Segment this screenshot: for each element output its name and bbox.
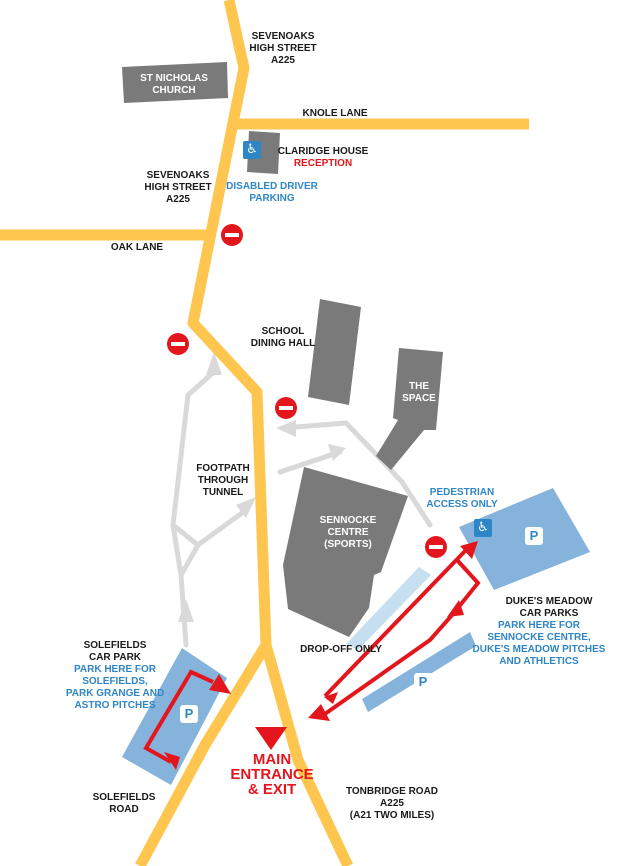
footpath-arrows [178, 352, 346, 622]
arrow-icon [209, 674, 231, 694]
st-nicholas-church-label: ST NICHOLAS CHURCH [140, 73, 208, 96]
school-dining-hall [308, 299, 361, 405]
footpath-arrow-east [328, 444, 346, 461]
solefields-road-label: SOLEFIELDS ROAD [92, 792, 156, 815]
solefields-car-park-note: PARK HERE FOR SOLEFIELDS, PARK GRANGE AN… [65, 664, 165, 711]
dukes-meadow-car-park-upper [459, 488, 590, 590]
parking-icon: P [525, 527, 543, 545]
solefields-route [143, 669, 214, 764]
footpath-arrow-up-2 [178, 599, 194, 622]
wheelchair-icon: ♿ [474, 519, 492, 537]
no-entry-icon [425, 536, 447, 558]
arrow-icon [324, 692, 338, 704]
car-parks [122, 488, 590, 785]
parking-icon: P [414, 673, 432, 691]
dukes-meadow-route-in [323, 547, 469, 698]
the-space-label: THE SPACE [402, 381, 436, 404]
high-street-tonbridge-road [187, 0, 353, 866]
tonbridge-road-label: TONBRIDGE ROAD A225 (A21 TWO MILES) [345, 786, 439, 821]
roads [0, 0, 529, 866]
arrow-icon [164, 752, 180, 770]
oak-lane-label: OAK LANE [110, 242, 164, 253]
claridge-house-label: CLARIDGE HOUSE [277, 146, 369, 157]
no-entry-icon [275, 397, 297, 419]
dukes-meadow-title: DUKE'S MEADOW CAR PARKS [505, 596, 593, 619]
high-street-label-left: SEVENOAKS HIGH STREET A225 [144, 170, 212, 205]
sennocke-centre-label: SENNOCKE CENTRE (SPORTS) [319, 515, 377, 550]
footpath-east [280, 420, 433, 528]
arrow-icon [447, 600, 464, 617]
footpath-arrow-west [276, 420, 296, 437]
school-dining-hall-label: SCHOOL DINING HALL [250, 326, 316, 349]
solefields-car-park-title: SOLEFIELDS CAR PARK [83, 640, 147, 663]
pedestrian-access-label: PEDESTRIAN ACCESS ONLY [426, 487, 498, 510]
main-entrance-arrow [255, 727, 287, 750]
route-arrows [164, 541, 478, 770]
high-street-label-top: SEVENOAKS HIGH STREET A225 [249, 31, 317, 66]
solefields-road [135, 642, 271, 866]
drop-off-label: DROP-OFF ONLY [300, 644, 382, 655]
wheelchair-icon: ♿ [243, 141, 261, 159]
footpaths [170, 369, 433, 648]
drop-off-lane [346, 567, 431, 650]
footpath-arrow-up [206, 352, 222, 375]
no-entry-icon [167, 333, 189, 355]
footpath-east-spur [277, 449, 343, 475]
sennocke-centre [283, 467, 408, 637]
st-nicholas-church [122, 62, 228, 103]
knole-lane-label: KNOLE LANE [302, 108, 368, 119]
dukes-meadow-note: PARK HERE FOR SENNOCKE CENTRE, DUKE'S ME… [472, 620, 606, 667]
footpath-tunnel-label: FOOTPATH THROUGH TUNNEL [196, 463, 250, 498]
disabled-driver-parking-label: DISABLED DRIVER PARKING [226, 181, 318, 204]
footpath-arrow-ne [236, 497, 256, 518]
buildings [122, 62, 443, 637]
no-entry-icon [221, 224, 243, 246]
main-entrance-label: MAIN ENTRANCE & EXIT [230, 751, 314, 798]
footpath-link [178, 542, 201, 578]
dukes-meadow-car-park-lower [362, 632, 476, 712]
footpath-west [170, 369, 217, 648]
reception-label: RECEPTION [293, 158, 353, 169]
the-space [376, 348, 443, 470]
arrow-icon [308, 704, 330, 721]
arrow-icon [460, 541, 478, 559]
footpath-tunnel-link [170, 507, 249, 548]
parking-icon: P [180, 705, 198, 723]
